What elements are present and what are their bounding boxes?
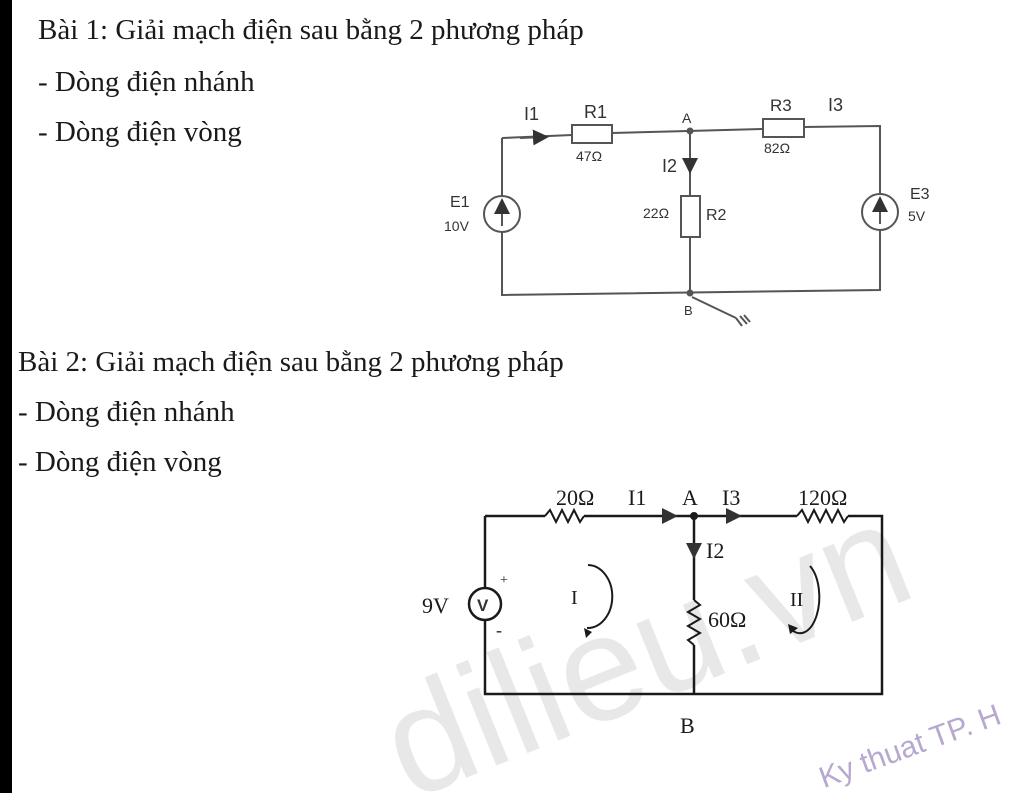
c2-loop-1-arc — [586, 564, 614, 630]
c2-label-meter: V — [477, 596, 489, 615]
c1-resistor-r3 — [762, 118, 805, 138]
c2-label-r-left: 20Ω — [556, 485, 594, 510]
c2-label-loop-1: I — [571, 587, 578, 609]
c2-loop-1-arrow — [584, 628, 592, 638]
c1-arrow-i1 — [519, 129, 549, 146]
problem1-title: Bài 1: Giải mạch điện sau bằng 2 phương … — [38, 14, 584, 46]
problem2-title: Bài 2: Giải mạch điện sau bằng 2 phương … — [18, 346, 564, 378]
c1-label-r1-value: 47Ω — [576, 148, 602, 164]
c1-label-node-a: A — [682, 110, 692, 126]
c2-resistor-20 — [544, 507, 585, 525]
c1-label-node-b: B — [684, 303, 693, 318]
c1-label-e1-value: 10V — [444, 218, 470, 234]
c2-resistor-120 — [796, 507, 849, 525]
problem1-item-branch: - Dòng điện nhánh — [38, 66, 255, 98]
c2-loop-2-arrow — [788, 624, 798, 634]
c2-voltmeter-source — [467, 586, 503, 622]
circuit-1 — [483, 118, 899, 327]
problem2-item-branch: - Dòng điện nhánh — [18, 396, 235, 428]
c2-label-node-b: B — [680, 713, 695, 738]
watermark-credit: Ky thuat TP. H — [815, 699, 1005, 793]
c1-label-i2: I2 — [662, 156, 677, 176]
c1-label-i1: I1 — [524, 104, 539, 124]
c2-node-a-dot — [690, 512, 698, 520]
c1-label-r2-value: 22Ω — [643, 205, 669, 221]
c1-ground-wire — [691, 296, 737, 319]
circuit-1-labels: I1 R1 47Ω A R3 I3 82Ω I2 R2 22Ω E1 10V E… — [444, 95, 930, 318]
c2-label-r-mid: 60Ω — [708, 607, 746, 632]
c1-label-i3: I3 — [828, 95, 843, 115]
c2-label-node-a: A — [682, 485, 698, 510]
problem2-item-mesh: - Dòng điện vòng — [18, 446, 222, 478]
c2-resistor-60 — [686, 599, 702, 646]
c1-label-e3: E3 — [910, 186, 930, 203]
c1-source-e1 — [483, 195, 521, 233]
c1-label-r2: R2 — [706, 207, 727, 224]
c2-loop-2-arc — [789, 565, 821, 635]
c1-resistor-r1 — [571, 124, 613, 144]
c2-label-minus: - — [496, 620, 502, 640]
c2-label-i1: I1 — [628, 485, 646, 510]
c2-label-plus: + — [500, 573, 508, 588]
ground-icon — [735, 314, 751, 327]
c2-label-loop-2: II — [790, 589, 803, 611]
c1-wire-top-right — [803, 124, 881, 194]
problem1-item-mesh: - Dòng điện vòng — [38, 116, 242, 148]
c1-label-r1: R1 — [584, 102, 607, 122]
left-black-bar — [0, 0, 12, 793]
c1-label-e3-value: 5V — [908, 208, 926, 224]
c1-source-e3 — [861, 193, 899, 231]
c2-label-i2: I2 — [706, 538, 724, 563]
c2-label-r-right: 120Ω — [798, 485, 847, 510]
c1-resistor-r2 — [680, 195, 701, 238]
circuit-2-labels: 20Ω I1 A I3 120Ω I2 60Ω 9V V + - I II B — [422, 485, 847, 738]
c2-label-i3: I3 — [722, 485, 740, 510]
c1-label-e1: E1 — [450, 194, 470, 211]
c1-label-r3-value: 82Ω — [764, 140, 790, 156]
c1-label-r3: R3 — [770, 96, 792, 115]
c2-label-source: 9V — [422, 593, 449, 618]
